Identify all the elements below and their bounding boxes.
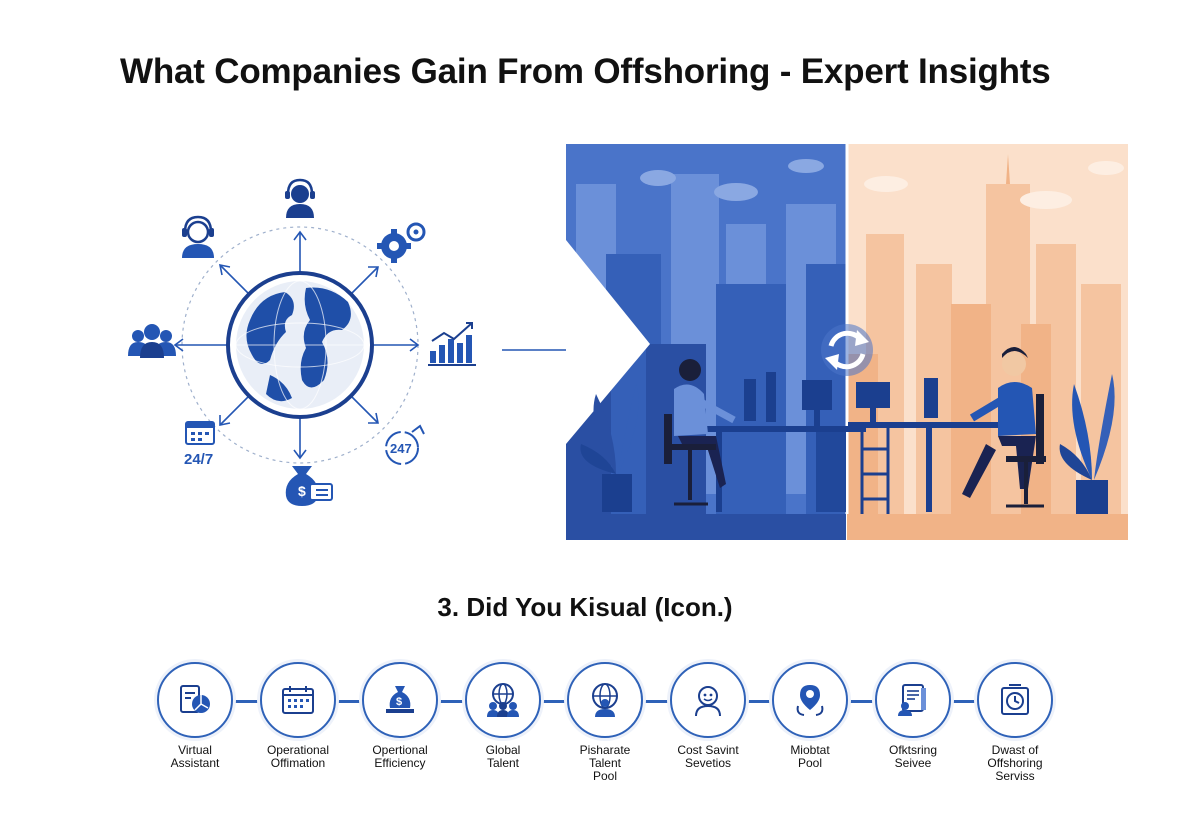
man-worker-illustration xyxy=(962,347,1046,508)
timeline-step-dwast-of-offshoring-serviss: Dwast of Offshoring Serviss xyxy=(960,662,1070,783)
checklist-icon xyxy=(180,685,210,713)
gears-icon xyxy=(377,222,426,263)
svg-text:$: $ xyxy=(298,483,306,499)
step-label: Ofktsring Seivee xyxy=(888,743,937,770)
clock-247-icon: 247 xyxy=(385,424,425,465)
step-label: Dwast of Offshoring Serviss xyxy=(987,743,1043,783)
globe-hub-diagram: 24/7 $ 247 xyxy=(128,178,476,506)
support-agent-icon xyxy=(285,178,315,218)
timeline-step-pisharate-talent-pool: Pisharate Talent Pool xyxy=(550,662,660,783)
globe-icon xyxy=(226,271,374,419)
timeline-step-global-talent: Global Talent xyxy=(448,662,558,770)
globe-people-icon xyxy=(487,683,519,717)
step-label: Opertional Efficiency xyxy=(372,743,428,770)
step-circle xyxy=(977,662,1053,738)
global-talent-pool-icon xyxy=(592,683,618,717)
step-circle xyxy=(670,662,746,738)
plant-right-illustration xyxy=(1059,374,1115,514)
sync-icon xyxy=(821,324,873,376)
team-icon xyxy=(128,324,176,358)
step-label: Operational Offimation xyxy=(266,743,330,770)
money-bag-icon: $ xyxy=(285,466,333,506)
timeline-step-opertional-efficiency: $ Opertional Efficiency xyxy=(345,662,455,770)
timeline-step-cost-savint-sevetios: Cost Savint Sevetios xyxy=(653,662,763,770)
timeline-step-virtual-assistant: Virtual Assistant xyxy=(140,662,250,770)
page-title: What Companies Gain From Offshoring - Ex… xyxy=(120,52,1051,91)
clock-247-text: 247 xyxy=(390,441,412,456)
step-circle xyxy=(567,662,643,738)
step-label: Cost Savint Sevetios xyxy=(677,743,739,770)
calendar-247-icon: 24/7 xyxy=(184,421,215,468)
person-icon xyxy=(695,686,721,717)
money-bag-icon: $ xyxy=(386,686,414,713)
woman-worker-illustration xyxy=(664,359,736,506)
timeline-step-ofktsring-seivee: Ofktsring Seivee xyxy=(858,662,968,770)
step-circle xyxy=(875,662,951,738)
icon-timeline: Virtual Assistant Operational Offimation… xyxy=(150,662,1060,802)
step-circle xyxy=(157,662,233,738)
step-circle xyxy=(260,662,336,738)
clock-frame-icon xyxy=(1001,684,1029,715)
timeline-step-miobtat-pool: Miobtat Pool xyxy=(755,662,865,770)
timeline-step-operational-offimation: Operational Offimation xyxy=(243,662,353,770)
step-label: Global Talent xyxy=(485,743,521,770)
section-heading: 3. Did You Kisual (Icon.) xyxy=(437,592,733,622)
step-circle: $ xyxy=(362,662,438,738)
step-label: Miobtat Pool xyxy=(790,743,830,770)
label-247: 24/7 xyxy=(184,451,213,468)
svg-text:$: $ xyxy=(396,696,402,708)
growth-chart-icon xyxy=(428,322,476,366)
calendar-icon xyxy=(282,686,314,714)
location-pin-icon xyxy=(796,685,824,716)
document-person-icon xyxy=(898,684,926,716)
plant-left-illustration xyxy=(580,384,639,512)
step-label: Pisharate Talent Pool xyxy=(579,743,631,783)
step-circle xyxy=(772,662,848,738)
step-circle xyxy=(465,662,541,738)
offshoring-office-illustration xyxy=(566,144,1128,540)
step-label: Virtual Assistant xyxy=(170,743,220,770)
headset-person-icon xyxy=(182,215,214,258)
